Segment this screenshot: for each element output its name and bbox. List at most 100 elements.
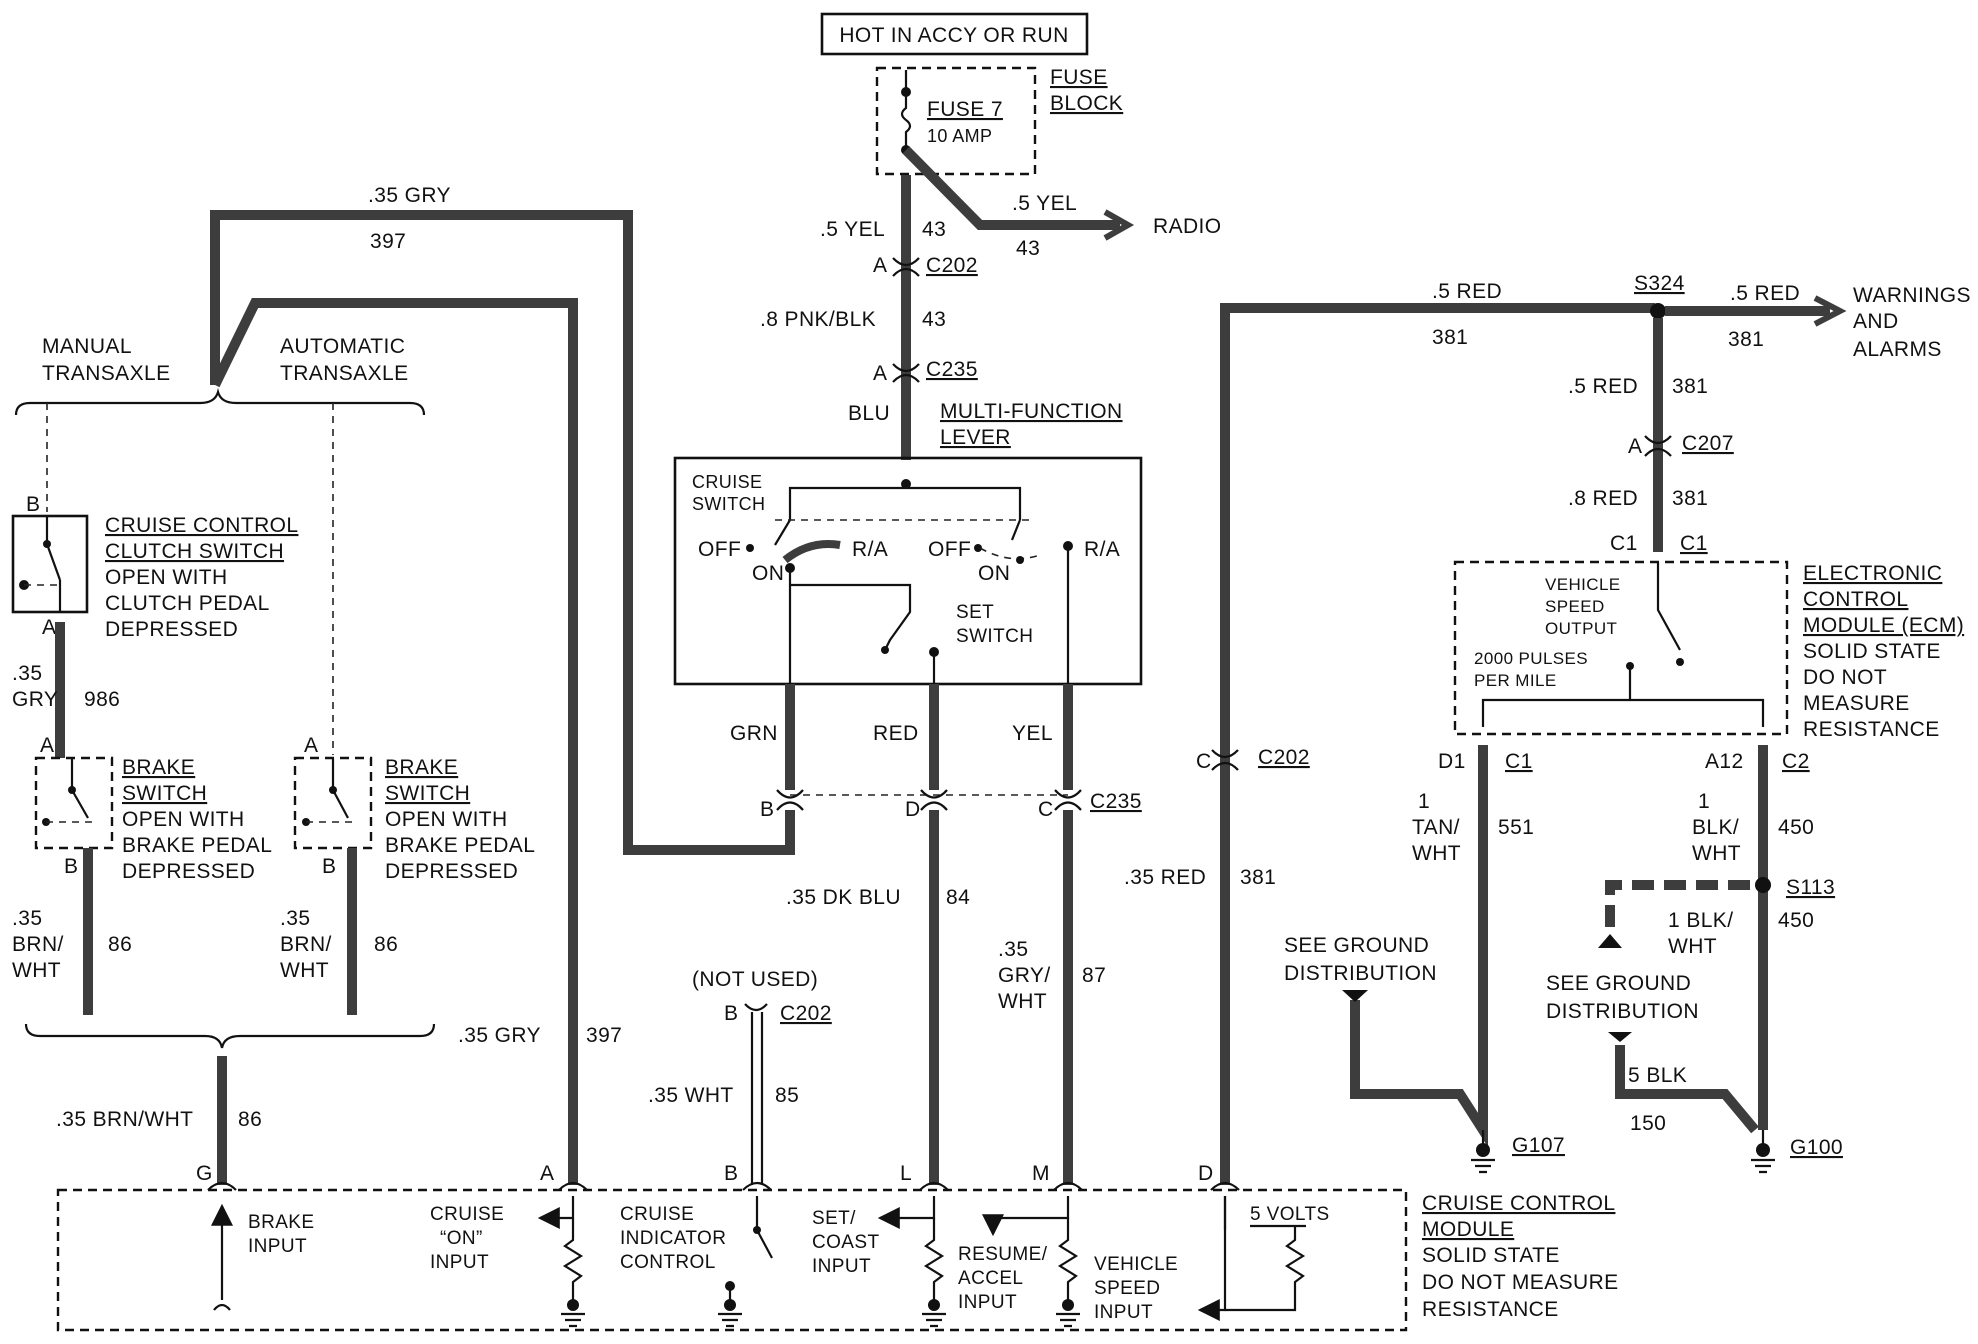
brn-wht-merged-wire: .35 BRN/WHT 86 <box>24 1023 436 1185</box>
diagram-label: RESISTANCE <box>1422 1298 1559 1321</box>
diagram-label: DISTRIBUTION <box>1284 962 1437 985</box>
diagram-label: B <box>724 1162 738 1185</box>
diagram-label: 84 <box>946 886 970 909</box>
diagram-label: R/A <box>852 538 888 561</box>
diagram-label: MANUAL <box>42 335 132 358</box>
diagram-label: 5 BLK <box>1628 1064 1687 1087</box>
diagram-label: B <box>26 493 40 516</box>
diagram-label: 5 VOLTS <box>1250 1204 1330 1225</box>
diagram-label: ALARMS <box>1853 338 1942 361</box>
diagram-label: B <box>64 855 78 878</box>
cruise-control-module: CRUISE CONTROL MODULE SOLID STATE DO NOT… <box>56 1162 1619 1332</box>
diagram-label: CLUTCH SWITCH <box>105 540 284 563</box>
diagram-label: 450 <box>1778 909 1814 932</box>
diagram-label: .35 BRN/WHT <box>56 1108 193 1131</box>
diagram-label: INPUT <box>958 1292 1017 1313</box>
ecm-feed-wire: .5 RED 381 A C207 .8 RED 381 C1 C1 <box>1568 318 1734 555</box>
c235-top-label: C235 <box>926 358 978 381</box>
diagram-label: MEASURE <box>1803 692 1910 715</box>
diagram-label: BRAKE <box>248 1212 314 1233</box>
transaxle-options: MANUAL TRANSAXLE AUTOMATIC TRANSAXLE <box>14 335 426 755</box>
diagram-label: SEE GROUND <box>1546 972 1691 995</box>
diagram-label: CLUTCH PEDAL <box>105 592 270 615</box>
diagram-label: CRUISE CONTROL <box>1422 1192 1615 1215</box>
diagram-label: GRY <box>12 688 58 711</box>
diagram-label: CONTROL <box>620 1252 716 1273</box>
diagram-label: R/A <box>1084 538 1120 561</box>
diagram-label: WHT <box>1412 842 1461 865</box>
diagram-label: RESISTANCE <box>1803 718 1940 741</box>
diagram-label: 85 <box>775 1084 799 1107</box>
diagram-label: (NOT USED) <box>692 968 818 991</box>
diagram-label: 450 <box>1778 816 1814 839</box>
diagram-label: 86 <box>374 933 398 956</box>
diagram-label: DO NOT MEASURE <box>1422 1271 1619 1294</box>
diagram-label: 397 <box>370 230 406 253</box>
diagram-label: OPEN WITH <box>105 566 228 589</box>
diagram-label: .5 RED <box>1568 375 1638 398</box>
diagram-label: INPUT <box>248 1236 307 1257</box>
diagram-label: A <box>40 734 54 757</box>
diagram-label: CRUISE <box>430 1204 504 1225</box>
diagram-label: 86 <box>108 933 132 956</box>
diagram-label: A <box>42 616 56 639</box>
diagram-label: .35 RED <box>1124 866 1206 889</box>
electronic-control-module: VEHICLE SPEED OUTPUT 2000 PULSES PER MIL… <box>1438 560 1964 773</box>
diagram-label: C207 <box>1682 432 1734 455</box>
diagram-label: BLU <box>848 402 890 425</box>
diagram-label: WHT <box>1668 935 1717 958</box>
power-source-label: HOT IN ACCY OR RUN <box>839 24 1068 47</box>
c235-lower-label: C235 <box>1090 790 1142 813</box>
power-source: HOT IN ACCY OR RUN <box>820 12 1089 56</box>
diagram-label: DO NOT <box>1803 666 1887 689</box>
diagram-label: 1 <box>1698 790 1710 813</box>
diagram-label: OPEN WITH <box>122 808 245 831</box>
diagram-label: C2 <box>1782 750 1810 773</box>
diagram-label: PER MILE <box>1474 671 1557 690</box>
diagram-label: A12 <box>1705 750 1744 773</box>
diagram-label: G <box>196 1162 213 1185</box>
diagram-label: SET/ <box>812 1208 856 1229</box>
diagram-label: SWITCH <box>692 494 765 514</box>
diagram-label: S324 <box>1634 272 1685 295</box>
diagram-label: ON <box>978 562 1010 585</box>
diagram-label: 986 <box>84 688 120 711</box>
diagram-label: BLK/ <box>1692 816 1739 839</box>
diagram-label: MULTI-FUNCTION <box>940 400 1123 423</box>
diagram-label: SPEED <box>1094 1278 1160 1299</box>
diagram-label: BRAKE <box>122 756 195 779</box>
diagram-label: SOLID STATE <box>1803 640 1941 663</box>
diagram-label: 43 <box>922 308 946 331</box>
diagram-label: 1 BLK/ <box>1668 909 1733 932</box>
diagram-label: RESUME/ <box>958 1244 1048 1265</box>
diagram-label: WARNINGS <box>1853 284 1971 307</box>
diagram-label: OPEN WITH <box>385 808 508 831</box>
diagram-label: C202 <box>780 1002 832 1025</box>
diagram-label: .35 <box>12 907 42 930</box>
diagram-label: SPEED <box>1545 597 1605 616</box>
diagram-label: 2000 PULSES <box>1474 649 1588 668</box>
brake-switch-automatic: A B BRAKE SWITCH OPEN WITH BRAKE PEDAL D… <box>280 734 535 1015</box>
diagram-label: C202 <box>1258 746 1310 769</box>
diagram-label: OFF <box>698 538 741 561</box>
diagram-label: DISTRIBUTION <box>1546 1000 1699 1023</box>
diagram-label: D <box>1198 1162 1214 1185</box>
diagram-label: .35 <box>280 907 310 930</box>
diagram-label: ELECTRONIC <box>1803 562 1942 585</box>
diagram-label: .35 GRY <box>368 184 451 207</box>
diagram-label: BRAKE PEDAL <box>385 834 535 857</box>
red-381-wire: .5 RED 381 C C202 .35 RED 381 <box>1124 280 1655 1185</box>
radio-label: RADIO <box>1153 215 1222 238</box>
diagram-label: L <box>900 1162 912 1185</box>
diagram-label: 381 <box>1672 375 1708 398</box>
tan-wht-wire: 1 TAN/ WHT 551 SEE GROUND DISTRIBUTION <box>1284 745 1534 1148</box>
diagram-label: D1 <box>1438 750 1466 773</box>
diagram-label: CONTROL <box>1803 588 1908 611</box>
fuse-block-label-1: FUSE <box>1050 66 1108 89</box>
diagram-label: CRUISE <box>620 1204 694 1225</box>
diagram-label: TRANSAXLE <box>42 362 170 385</box>
diagram-label: A <box>1628 435 1642 458</box>
diagram-label: LEVER <box>940 426 1011 449</box>
diagram-label: .35 <box>998 938 1028 961</box>
multi-function-lever: MULTI-FUNCTION LEVER CRUISE SWITCH OFF R… <box>673 400 1143 686</box>
